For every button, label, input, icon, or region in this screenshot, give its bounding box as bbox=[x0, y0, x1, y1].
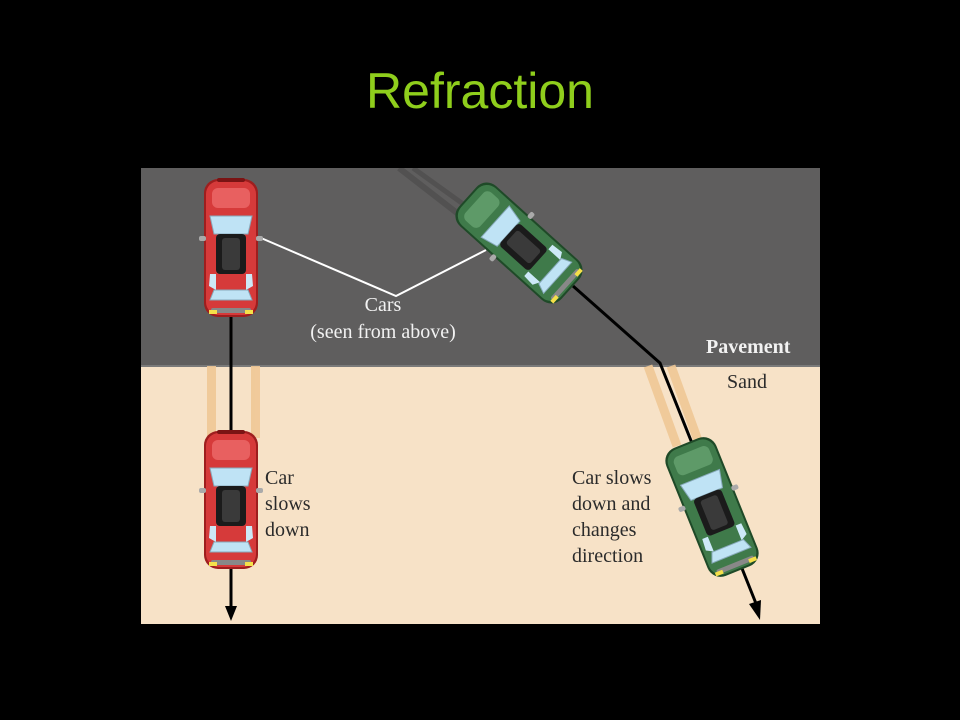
right-path-arrowhead bbox=[749, 600, 761, 620]
left-path-arrowhead bbox=[225, 606, 237, 621]
left-note-line-3: down bbox=[265, 519, 309, 541]
right-note-line-4: direction bbox=[572, 545, 643, 567]
tire-tracks-sand-left bbox=[207, 366, 260, 438]
right-note-line-3: changes bbox=[572, 519, 637, 541]
leader-lines bbox=[260, 237, 487, 298]
pavement-label: Pavement bbox=[706, 336, 791, 358]
sand-label: Sand bbox=[727, 371, 767, 393]
tire-tracks-sand-right bbox=[643, 364, 705, 448]
cars-heading-label: Cars bbox=[365, 294, 402, 316]
refraction-diagram: Cars (seen from above) Pavement Sand Car… bbox=[141, 168, 820, 624]
red-car-on-pavement bbox=[198, 177, 264, 318]
right-note-line-1: Car slows bbox=[572, 467, 652, 489]
left-note-line-2: slows bbox=[265, 493, 311, 515]
left-note-line-1: Car bbox=[265, 467, 294, 489]
tire-track-pavement bbox=[397, 168, 468, 223]
slide-title: Refraction bbox=[366, 63, 594, 119]
right-note-line-2: down and bbox=[572, 493, 650, 515]
cars-subheading-label: (seen from above) bbox=[310, 321, 456, 343]
diagram-canvas: Cars (seen from above) Pavement Sand Car… bbox=[141, 168, 820, 624]
red-car-on-sand bbox=[198, 429, 264, 570]
